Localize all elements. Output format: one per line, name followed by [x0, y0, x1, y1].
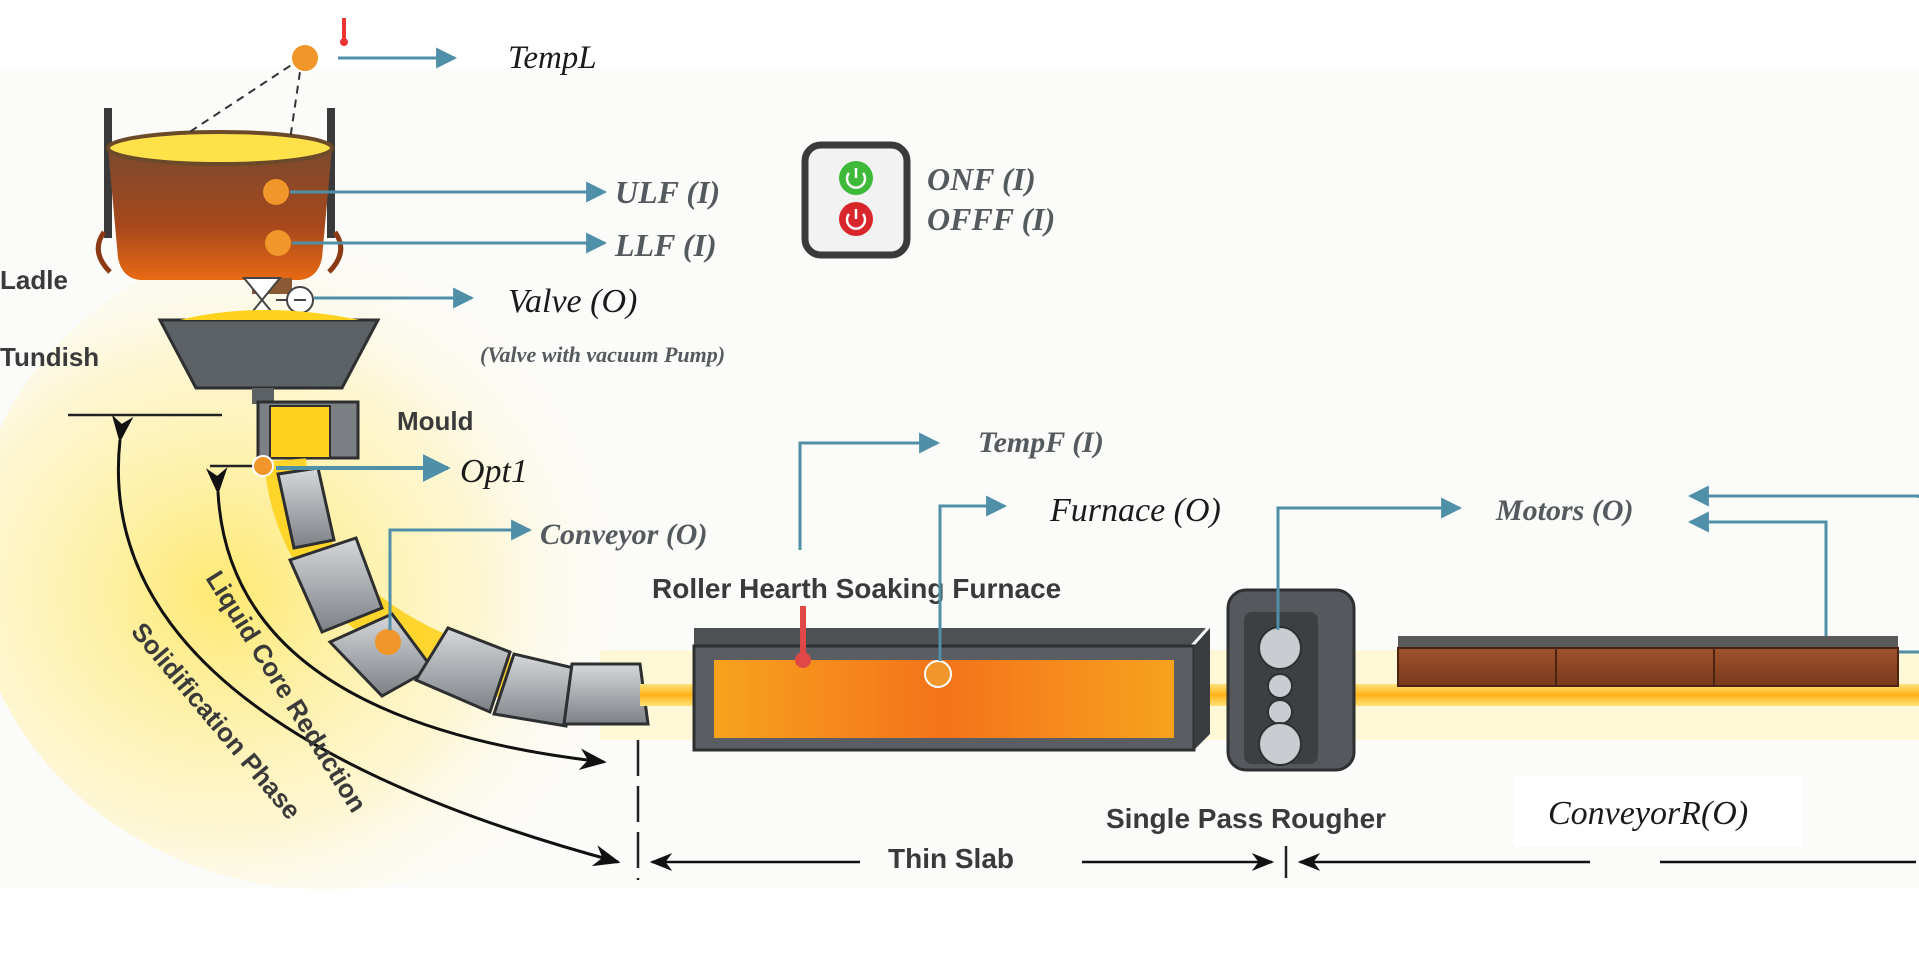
single-pass-rougher: [1226, 588, 1356, 772]
onoff-panel: [801, 141, 911, 259]
temp-sensor-dot: [290, 43, 320, 73]
roll: [1267, 699, 1293, 725]
opt1-sensor-dot: [252, 455, 274, 477]
furnace-arrow: [938, 495, 1008, 661]
coil-box: [1555, 647, 1715, 687]
roll: [1258, 626, 1302, 670]
tundish: [157, 310, 381, 404]
strand-segment: [562, 662, 650, 726]
on-button: [839, 161, 873, 195]
coil-box: [1713, 647, 1899, 687]
motors-label: Motors (O): [1495, 494, 1634, 527]
power-icon: [845, 213, 867, 230]
roll: [1258, 722, 1302, 766]
conveyorr-label-box: [1514, 776, 1802, 846]
thermometer-icon: [795, 606, 811, 668]
thermometer-icon: [340, 18, 348, 46]
rougher-label: Single Pass Rougher: [1106, 803, 1386, 834]
mould-label: Mould: [397, 406, 474, 436]
furnace-title: Roller Hearth Soaking Furnace: [652, 573, 1061, 604]
power-icon: [845, 172, 867, 189]
conveyorr-label: ConveyorR(O): [1548, 795, 1748, 832]
liquid-core-arrow: [205, 467, 607, 771]
soaking-furnace: [692, 628, 1210, 752]
motors-feed-arrow-1: [1687, 485, 1919, 507]
furnace-sensor-dot: [924, 660, 952, 688]
ulf-sensor-dot: [263, 179, 289, 205]
furnace-label: Furnace (O): [1049, 492, 1221, 529]
conveyor-sensor-dot: [375, 629, 401, 655]
coil-boxes: [1397, 636, 1899, 687]
coil-box: [1397, 647, 1557, 687]
valve-label: Valve (O): [508, 283, 637, 320]
tempf-arrow: [798, 432, 941, 550]
roll: [1267, 673, 1293, 699]
offf-label: OFFF (I): [927, 201, 1055, 237]
tundish-label: Tundish: [0, 342, 99, 372]
ladle-label: Ladle: [0, 265, 68, 295]
ladle: [95, 108, 344, 294]
motors-arrow: [1276, 497, 1463, 630]
onf-label: ONF (I): [927, 161, 1036, 197]
off-button: [839, 202, 873, 236]
ulf-label: ULF (I): [615, 174, 720, 210]
templ-sensor: TempL: [184, 18, 597, 141]
tempf-label: TempF (I): [978, 426, 1104, 459]
thin-slab-label: Thin Slab: [888, 843, 1014, 874]
llf-sensor-dot: [265, 230, 291, 256]
templ-label: TempL: [508, 40, 597, 76]
mould: [256, 400, 360, 460]
conveyor-label: Conveyor (O): [540, 518, 707, 551]
valve-note: (Valve with vacuum Pump): [480, 342, 725, 367]
opt1-label: Opt1: [460, 453, 528, 490]
llf-label: LLF (I): [614, 227, 717, 263]
